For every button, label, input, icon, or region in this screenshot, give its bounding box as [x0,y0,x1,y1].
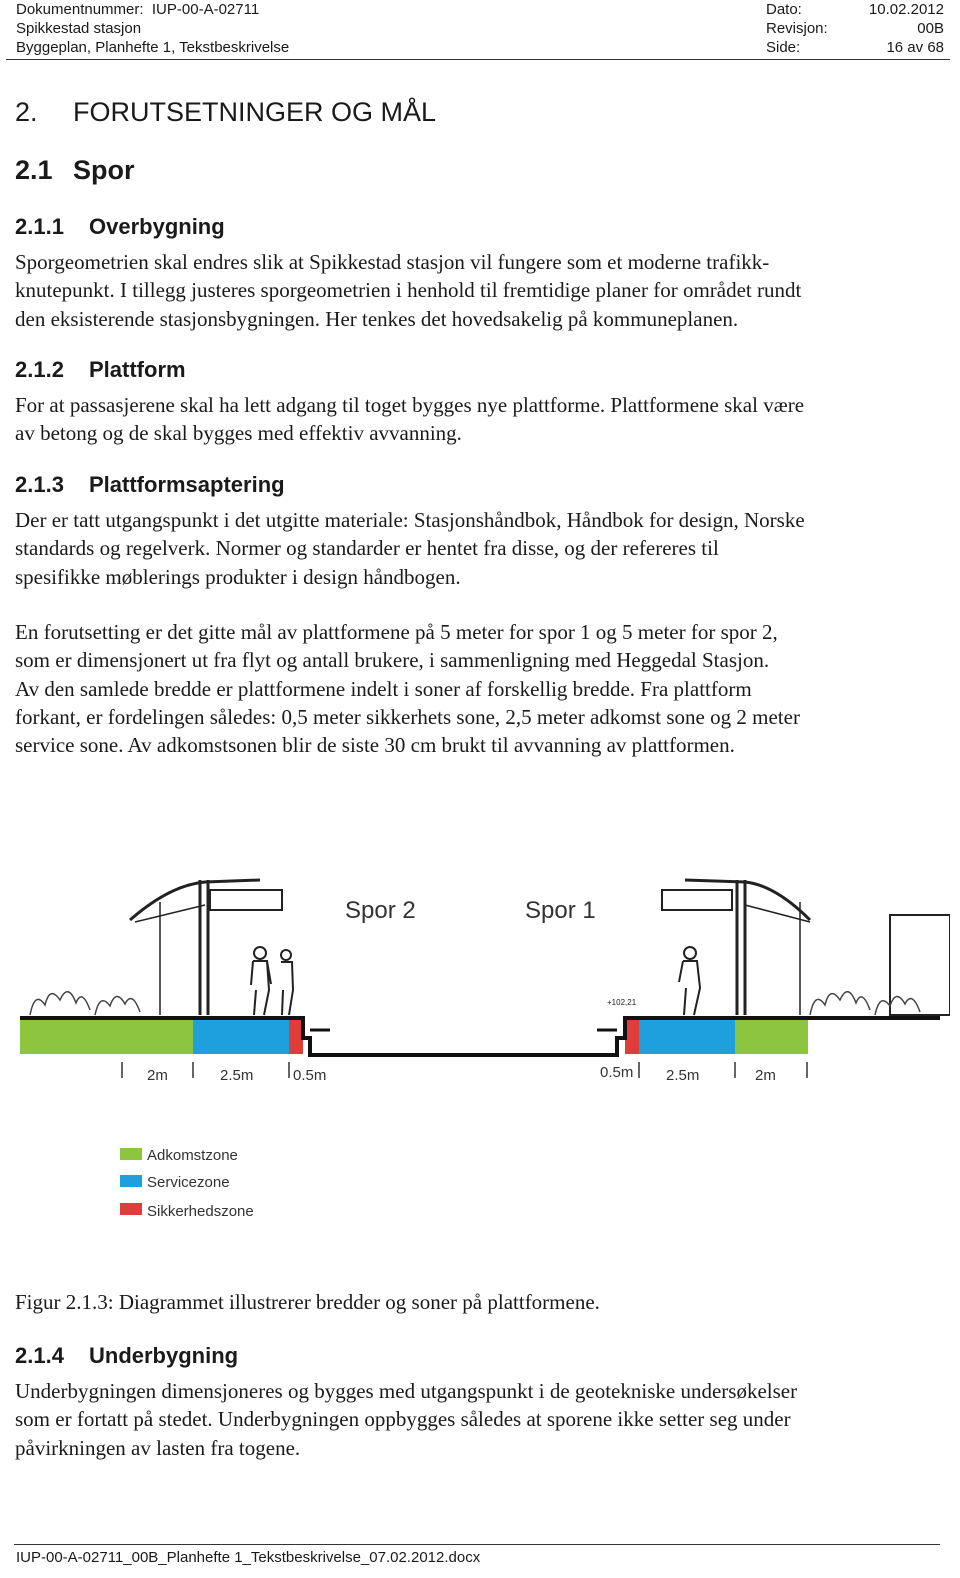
page-label: Side: [766,39,801,56]
dim-left-2m: 2m [147,1067,168,1084]
header-divider [6,59,950,60]
dim-right-0-5m: 0.5m [600,1064,633,1081]
right-sikkerhedszone [625,1020,639,1054]
person-right [678,946,702,1016]
spor-2-label: Spor 2 [345,897,416,924]
station-name: Spikkestad stasjon [16,20,142,37]
legend-swatch-adkomstzone [120,1148,142,1160]
right-shelter [661,878,812,1015]
legend-label-adkomstzone: Adkomstzone [147,1147,238,1164]
paragraph-plattformsaptering: Der er tatt utgangspunkt i det utgitte m… [15,508,805,589]
paragraph-plattform: For at passasjerene skal ha lett adgang … [15,393,805,446]
legend-swatch-sikkerhedszone [120,1203,142,1215]
left-servicezone [193,1020,289,1054]
dim-left-2-5m: 2.5m [220,1067,253,1084]
people-left [250,946,295,1016]
doc-number: Dokumentnummer: IUP-00-A-02711 [16,1,260,18]
paragraph-overbygning: Sporgeometrien skal endres slik at Spikk… [15,250,802,331]
dim-left-0-5m: 0.5m [293,1067,326,1084]
revision-value: 00B [917,20,944,37]
page-header: Dokumentnummer: IUP-00-A-02711 Dato: 10.… [16,0,944,57]
bushes-right [809,991,921,1016]
plan-name: Byggeplan, Planhefte 1, Tekstbeskrivelse [16,39,290,56]
revision-label: Revisjon: [766,20,828,37]
ground-profile [20,1016,940,1057]
figure-caption: Figur 2.1.3: Diagrammet illustrerer bred… [15,1290,600,1314]
dim-right-2-5m: 2.5m [666,1067,699,1084]
page-number: 16 av 68 [886,39,944,56]
left-adkomstzone [20,1020,193,1054]
dimension-right [638,1062,808,1078]
paragraph-underbygning: Underbygningen dimensjoneres og bygges m… [15,1379,798,1460]
section-heading: 2.FORUTSETNINGER OG MÅL [15,97,437,127]
level-label: +102,21 [607,998,637,1007]
platform-section-diagram: Spor 2 Spor 1 +102,21 2m 2.5m 0.5m [20,878,950,1220]
left-sikkerhedszone [289,1020,303,1054]
right-adkomstzone [735,1020,808,1054]
dim-right-2m: 2m [755,1067,776,1084]
right-building [889,914,950,1016]
left-shelter [129,878,283,1015]
paragraph-forutsetting: En forutsetting er det gitte mål av plat… [15,620,800,758]
footer-divider [14,1544,940,1545]
dimension-left [121,1062,290,1078]
legend: Adkomstzone Servicezone Sikkerhedszone [120,1147,254,1220]
legend-label-servicezone: Servicezone [147,1174,230,1191]
spor-1-label: Spor 1 [525,897,596,924]
date-label: Dato: [766,1,802,18]
date-value: 10.02.2012 [868,1,944,18]
right-servicezone [639,1020,735,1054]
legend-label-sikkerhedszone: Sikkerhedszone [147,1203,254,1220]
legend-swatch-servicezone [120,1175,142,1187]
bushes-left [29,991,141,1016]
footer-filename: IUP-00-A-02711_00B_Planhefte 1_Tekstbesk… [16,1549,481,1566]
